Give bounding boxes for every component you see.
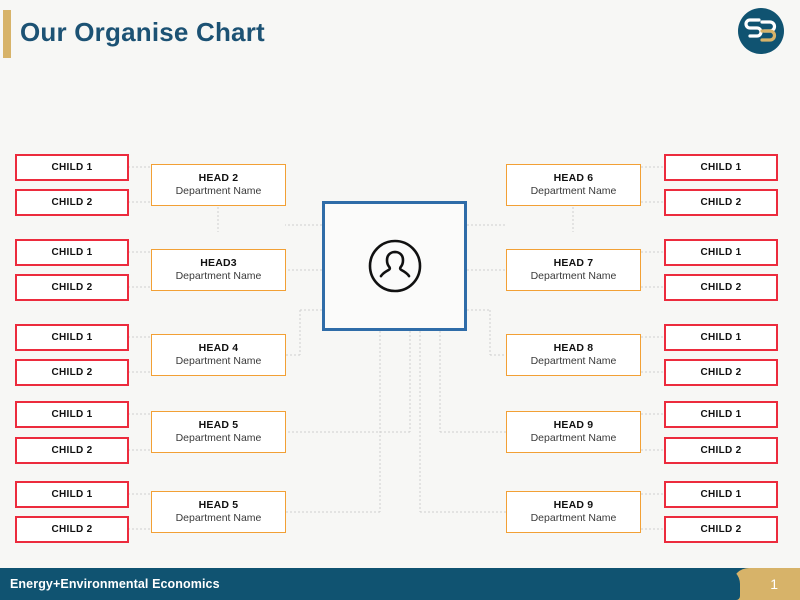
node-label: CHILD 1	[51, 489, 93, 500]
node-label: CHILD 1	[700, 409, 742, 420]
left-branch-4-child-2[interactable]: CHILD 2	[15, 437, 129, 464]
right-branch-4-child-2[interactable]: CHILD 2	[664, 437, 778, 464]
title-accent-bar	[3, 10, 11, 58]
node-label: CHILD 2	[700, 445, 742, 456]
head-title: HEAD 5	[198, 499, 239, 511]
left-branch-5-child-1[interactable]: CHILD 1	[15, 481, 129, 508]
right-branch-5-head[interactable]: HEAD 9 Department Name	[506, 491, 641, 533]
head-title: HEAD 6	[553, 172, 594, 184]
right-branch-2-child-2[interactable]: CHILD 2	[664, 274, 778, 301]
root-node[interactable]	[322, 201, 467, 331]
left-branch-5-child-2[interactable]: CHILD 2	[15, 516, 129, 543]
head-subtitle: Department Name	[175, 432, 262, 444]
right-branch-3-child-2[interactable]: CHILD 2	[664, 359, 778, 386]
head-subtitle: Department Name	[175, 355, 262, 367]
node-label: CHILD 1	[700, 162, 742, 173]
right-branch-4-head[interactable]: HEAD 9 Department Name	[506, 411, 641, 453]
head-subtitle: Department Name	[530, 270, 617, 282]
footer-bar	[0, 568, 800, 600]
right-branch-3-head[interactable]: HEAD 8 Department Name	[506, 334, 641, 376]
footer-text: Energy+Environmental Economics	[10, 577, 220, 591]
node-label: CHILD 2	[51, 445, 93, 456]
page-number-tab-notch	[724, 568, 740, 600]
node-label: CHILD 1	[51, 162, 93, 173]
left-branch-1-child-2[interactable]: CHILD 2	[15, 189, 129, 216]
node-label: CHILD 2	[700, 524, 742, 535]
node-label: CHILD 2	[51, 282, 93, 293]
right-branch-2-head[interactable]: HEAD 7 Department Name	[506, 249, 641, 291]
head-title: HEAD 9	[553, 419, 594, 431]
left-branch-2-head[interactable]: HEAD3 Department Name	[151, 249, 286, 291]
node-label: CHILD 1	[700, 332, 742, 343]
node-label: CHILD 1	[700, 247, 742, 258]
head-title: HEAD 9	[553, 499, 594, 511]
right-branch-1-child-1[interactable]: CHILD 1	[664, 154, 778, 181]
page-number-tab	[732, 568, 800, 600]
right-branch-5-child-2[interactable]: CHILD 2	[664, 516, 778, 543]
left-branch-3-child-2[interactable]: CHILD 2	[15, 359, 129, 386]
right-branch-2-child-1[interactable]: CHILD 1	[664, 239, 778, 266]
person-avatar-icon	[368, 239, 421, 293]
head-title: HEAD 5	[198, 419, 239, 431]
head-title: HEAD3	[200, 257, 237, 269]
left-branch-2-child-2[interactable]: CHILD 2	[15, 274, 129, 301]
right-branch-1-head[interactable]: HEAD 6 Department Name	[506, 164, 641, 206]
left-branch-3-head[interactable]: HEAD 4 Department Name	[151, 334, 286, 376]
page-title: Our Organise Chart	[20, 17, 265, 47]
head-subtitle: Department Name	[175, 512, 262, 524]
head-title: HEAD 8	[553, 342, 594, 354]
head-subtitle: Department Name	[530, 512, 617, 524]
node-label: CHILD 2	[700, 282, 742, 293]
head-subtitle: Department Name	[530, 355, 617, 367]
node-label: CHILD 1	[51, 247, 93, 258]
node-label: CHILD 1	[51, 409, 93, 420]
node-label: CHILD 2	[51, 524, 93, 535]
head-title: HEAD 7	[553, 257, 594, 269]
head-subtitle: Department Name	[530, 185, 617, 197]
left-branch-4-head[interactable]: HEAD 5 Department Name	[151, 411, 286, 453]
node-label: CHILD 2	[51, 367, 93, 378]
right-branch-5-child-1[interactable]: CHILD 1	[664, 481, 778, 508]
right-branch-4-child-1[interactable]: CHILD 1	[664, 401, 778, 428]
node-label: CHILD 2	[700, 367, 742, 378]
node-label: CHILD 2	[51, 197, 93, 208]
left-branch-1-head[interactable]: HEAD 2 Department Name	[151, 164, 286, 206]
left-branch-1-child-1[interactable]: CHILD 1	[15, 154, 129, 181]
page-number: 1	[770, 576, 778, 592]
head-subtitle: Department Name	[530, 432, 617, 444]
node-label: CHILD 2	[700, 197, 742, 208]
left-branch-3-child-1[interactable]: CHILD 1	[15, 324, 129, 351]
head-title: HEAD 2	[198, 172, 239, 184]
head-subtitle: Department Name	[175, 270, 262, 282]
head-title: HEAD 4	[198, 342, 239, 354]
right-branch-1-child-2[interactable]: CHILD 2	[664, 189, 778, 216]
left-branch-5-head[interactable]: HEAD 5 Department Name	[151, 491, 286, 533]
e3-logo-icon	[737, 7, 785, 55]
head-subtitle: Department Name	[175, 185, 262, 197]
node-label: CHILD 1	[51, 332, 93, 343]
left-branch-2-child-1[interactable]: CHILD 1	[15, 239, 129, 266]
node-label: CHILD 1	[700, 489, 742, 500]
left-branch-4-child-1[interactable]: CHILD 1	[15, 401, 129, 428]
right-branch-3-child-1[interactable]: CHILD 1	[664, 324, 778, 351]
